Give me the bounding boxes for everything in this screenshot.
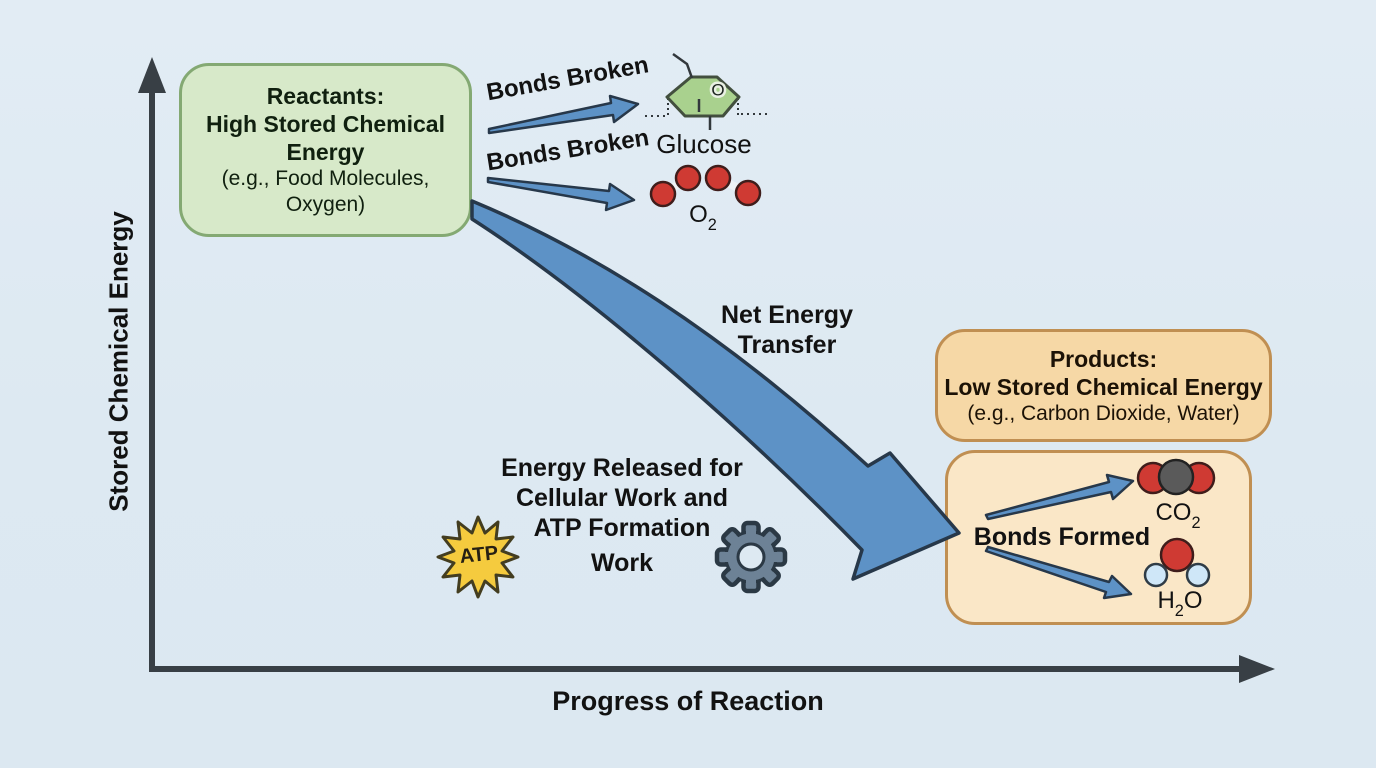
products-title: Products:	[1049, 345, 1158, 372]
reactants-box: Reactants: High Stored Chemical Energy (…	[179, 63, 472, 237]
products-box: Products: Low Stored Chemical Energy (e.…	[935, 329, 1272, 442]
reactants-example: (e.g., Food Molecules, Oxygen)	[221, 167, 430, 216]
bonds-formed-box	[945, 450, 1252, 625]
reactants-title: Reactants:	[266, 83, 385, 109]
reactants-subtitle: High Stored Chemical Energy	[206, 111, 445, 165]
products-subtitle: Low Stored Chemical Energy	[944, 373, 1263, 400]
products-example: (e.g., Carbon Dioxide, Water)	[967, 401, 1240, 425]
